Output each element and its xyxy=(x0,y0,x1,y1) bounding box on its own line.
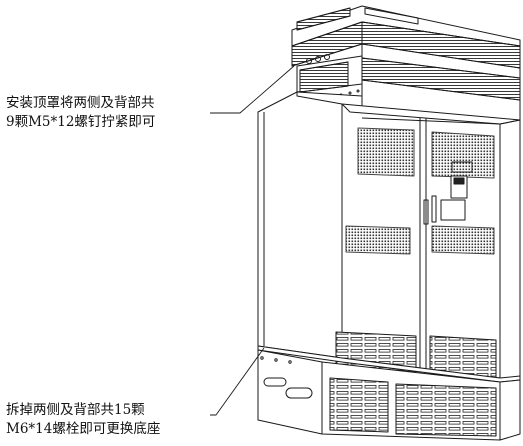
base-annotation: 拆掉两侧及背部共15颗 M6*14螺栓即可更换底座 xyxy=(6,401,160,439)
control-panel xyxy=(423,161,473,225)
base-annotation-line1: 拆掉两侧及背部共15颗 xyxy=(6,402,145,418)
leader-line-bottom xyxy=(210,347,265,416)
base-plinth xyxy=(257,345,521,441)
top-cover-annotation: 安装顶罩将两侧及背部共 9颗M5*12螺钉拧紧即可 xyxy=(6,94,155,132)
leader-lines xyxy=(210,65,295,416)
base-annotation-line2: M6*14螺栓即可更换底座 xyxy=(6,421,161,437)
top-cover-annotation-line2: 9颗M5*12螺钉拧紧即可 xyxy=(6,114,156,130)
top-cover-annotation-line1: 安装顶罩将两侧及背部共 xyxy=(6,95,155,111)
front-grilles xyxy=(345,127,495,255)
top-cover xyxy=(291,5,521,120)
leader-line-top xyxy=(210,65,295,114)
